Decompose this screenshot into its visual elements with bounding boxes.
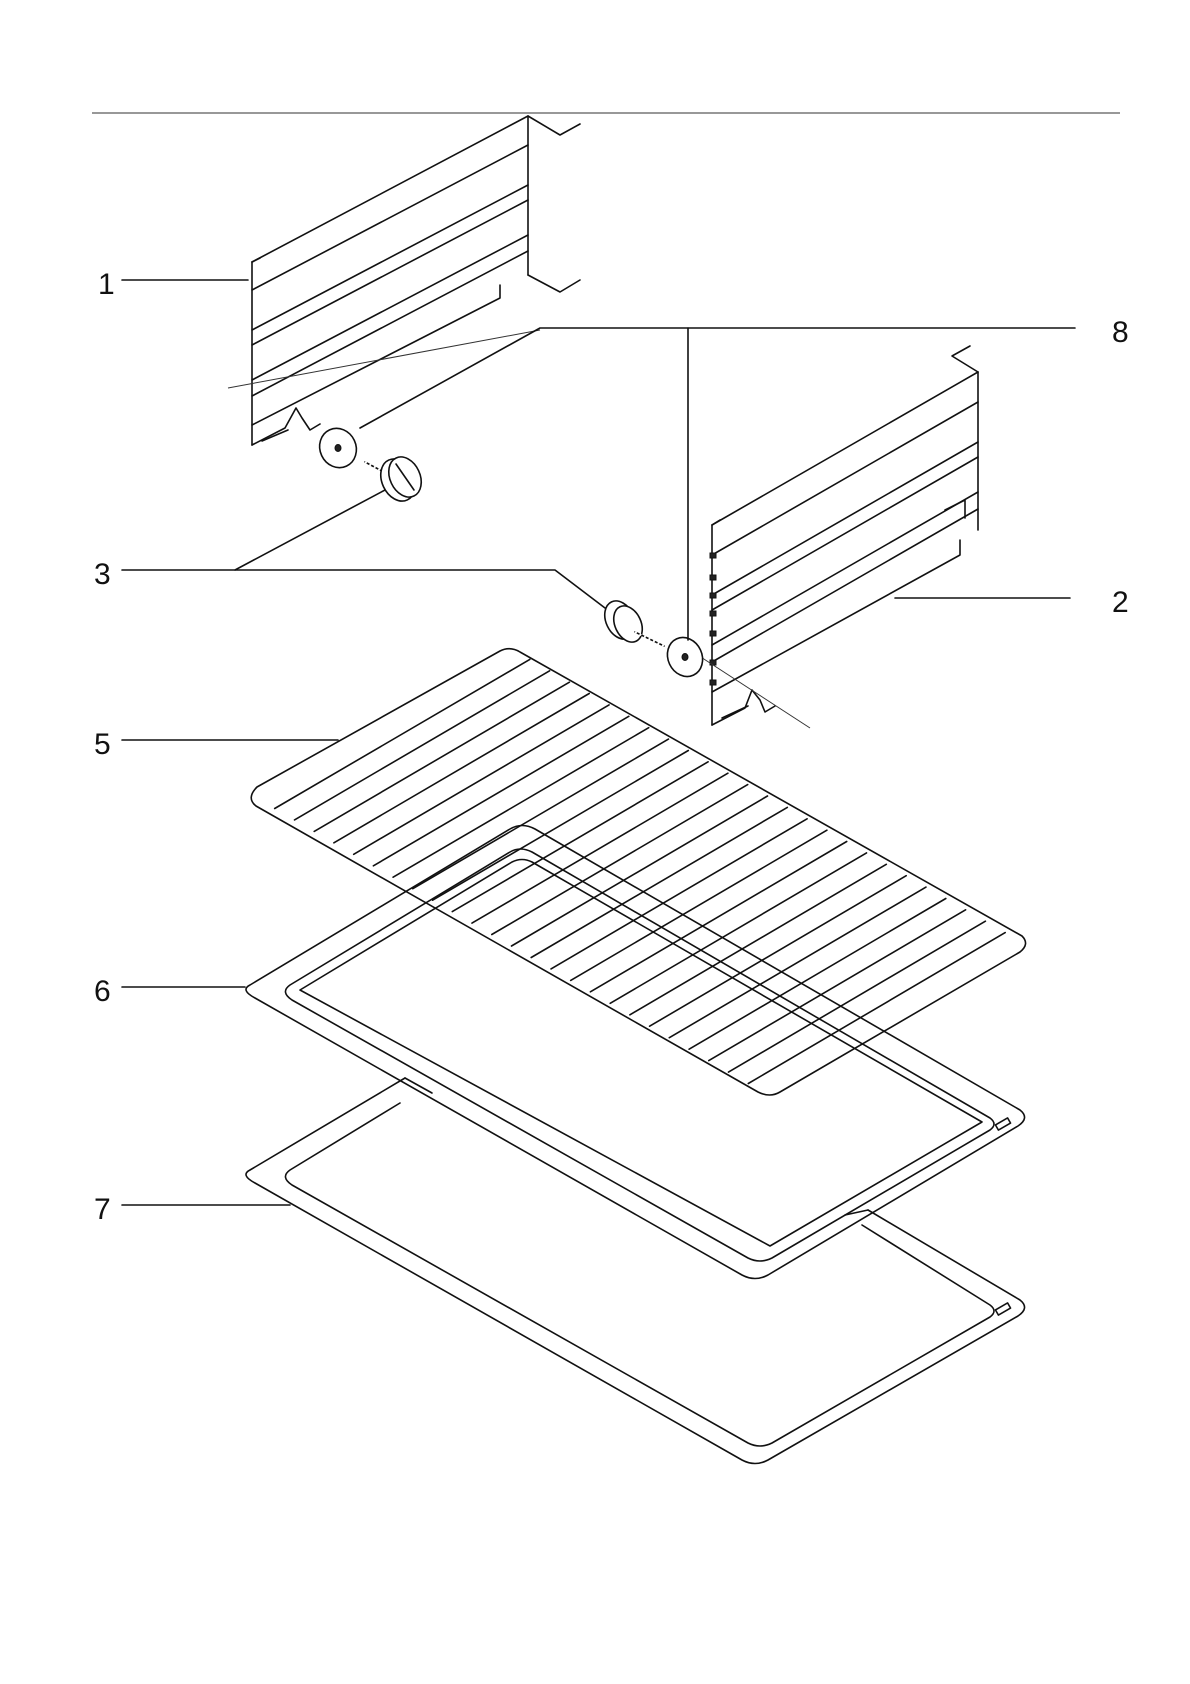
right-shelf-rail <box>689 345 979 729</box>
baking-tray <box>245 824 1026 1280</box>
shelf-wire-bar <box>392 726 650 879</box>
shelf-wire-bar <box>490 783 749 936</box>
wire-shelf <box>250 647 1027 1096</box>
callout-8: 8 <box>1112 316 1129 349</box>
shelf-wire-bar <box>707 908 967 1062</box>
callout-5: 5 <box>94 728 111 761</box>
washer-left <box>318 427 358 469</box>
shelf-wire-bar <box>609 852 868 1005</box>
callout-6: 6 <box>94 975 111 1008</box>
leader-3 <box>121 489 386 571</box>
shelf-wire-bar <box>333 692 591 844</box>
shelf-wire-bar <box>431 749 690 902</box>
shelf-wire-bar <box>530 806 789 959</box>
shelf-wire-bar <box>293 669 551 821</box>
washer-right <box>666 636 704 678</box>
shelf-wire-bar <box>569 829 828 982</box>
shelf-wire-bar <box>372 715 630 867</box>
shelf-wire-bar <box>273 658 531 810</box>
callout-1: 1 <box>98 268 115 301</box>
shelf-wire-bar <box>589 840 848 993</box>
leader-8 <box>359 327 1076 429</box>
shelf-wire-bar <box>550 817 808 970</box>
shelf-wire-bar <box>411 738 670 890</box>
callout-3: 3 <box>94 558 111 591</box>
shelf-wire-bar <box>648 874 908 1027</box>
shelf-wire-bar <box>747 931 1007 1085</box>
callout-7: 7 <box>94 1193 111 1226</box>
shelf-wire-bar <box>510 795 769 947</box>
shelf-wire-bar <box>668 886 927 1039</box>
shelf-wire-bar <box>688 897 947 1050</box>
shelf-wire-bar <box>629 863 888 1016</box>
drip-tray <box>245 1077 1026 1465</box>
screw-right <box>603 600 665 647</box>
shelf-wire-bar <box>352 704 610 856</box>
shelf-wire-bar <box>451 760 709 913</box>
leader-lines <box>121 279 1076 1206</box>
shelf-wire-bar <box>471 772 729 924</box>
shelf-wire-bar <box>727 920 987 1073</box>
left-shelf-rail <box>227 115 581 446</box>
screw-left <box>364 456 423 502</box>
shelf-wire-bar <box>313 681 571 833</box>
callout-2: 2 <box>1112 586 1129 619</box>
